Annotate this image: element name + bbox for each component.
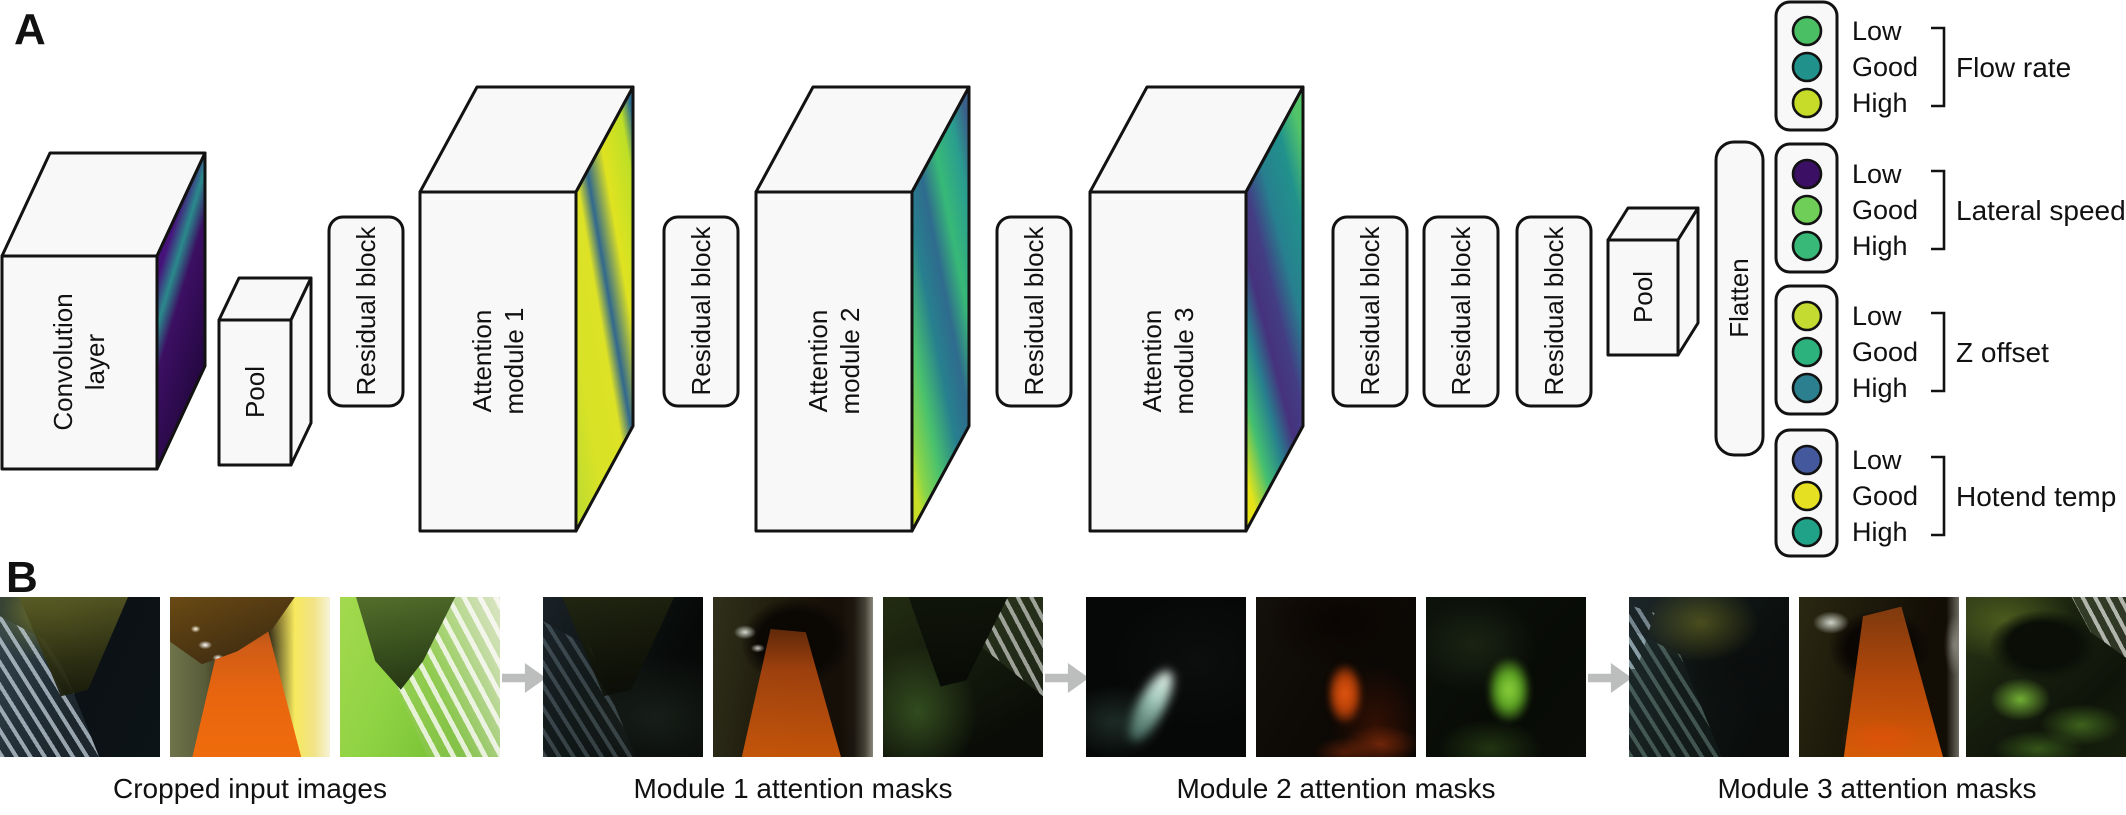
input-image-1 xyxy=(0,597,160,757)
attention-module-3-block: Attention module 3 xyxy=(1088,85,1305,533)
residual-block-6: Residual block xyxy=(1515,215,1593,408)
arrow-right-icon xyxy=(1045,663,1089,693)
residual-block-1: Residual block xyxy=(327,215,405,408)
pool-block-2: Pool xyxy=(1606,206,1700,357)
lateral-speed-good-node xyxy=(1791,194,1823,226)
module2-mask-1 xyxy=(1086,597,1246,757)
attention-module-3-label-line1: Attention xyxy=(1137,310,1167,413)
flow-rate-good-label: Good xyxy=(1852,52,1918,82)
residual-block-2-label: Residual block xyxy=(686,225,716,395)
caption-module3-attention-masks: Module 3 attention masks xyxy=(1717,773,2037,804)
flow-rate-high-label: High xyxy=(1852,88,1908,118)
hotend-temp-high-node xyxy=(1791,516,1823,548)
module3-mask-1 xyxy=(1629,597,1789,757)
architecture-diagram: Convolution layer Pool Residual block At… xyxy=(0,0,2126,558)
attention-module-1-block: Attention module 1 xyxy=(418,85,635,533)
module2-mask-2 xyxy=(1256,597,1416,757)
module1-mask-3 xyxy=(883,597,1043,757)
flow-rate-low-node xyxy=(1791,15,1823,47)
residual-block-5-label: Residual block xyxy=(1446,225,1476,395)
attention-module-2-block: Attention module 2 xyxy=(754,85,971,533)
module1-mask-2 xyxy=(713,597,873,757)
hotend-temp-low-node xyxy=(1791,444,1823,476)
flatten-block: Flatten xyxy=(1714,140,1765,457)
flow-rate-category-label: Flow rate xyxy=(1956,52,2071,83)
module1-mask-1 xyxy=(543,597,703,757)
convolution-layer-label-line2: layer xyxy=(80,333,110,390)
z-offset-bracket xyxy=(1931,311,1946,393)
lateral-speed-high-node xyxy=(1791,230,1823,262)
z-offset-good-label: Good xyxy=(1852,337,1918,367)
attention-module-2-label-line2: module 2 xyxy=(835,308,865,415)
attention-module-1-label-line1: Attention xyxy=(467,310,497,413)
hotend-temp-good-label: Good xyxy=(1852,481,1918,511)
flatten-label: Flatten xyxy=(1724,258,1754,338)
lateral-speed-bracket xyxy=(1931,169,1946,251)
lateral-speed-low-label: Low xyxy=(1852,159,1902,189)
hotend-temp-good-node xyxy=(1791,480,1823,512)
pool-2-label: Pool xyxy=(1628,271,1658,323)
residual-block-2: Residual block xyxy=(662,215,740,408)
module3-mask-3 xyxy=(1966,597,2126,757)
z-offset-low-label: Low xyxy=(1852,301,1902,331)
panel-a-label: A xyxy=(14,5,46,54)
lateral-speed-good-label: Good xyxy=(1852,195,1918,225)
hotend-temp-bracket xyxy=(1931,455,1946,537)
lateral-speed-category-label: Lateral speed xyxy=(1956,195,2126,226)
caption-module1-attention-masks: Module 1 attention masks xyxy=(633,773,953,804)
residual-block-6-label: Residual block xyxy=(1539,225,1569,395)
z-offset-high-label: High xyxy=(1852,373,1908,403)
module3-mask-2 xyxy=(1799,597,1959,757)
panel-b-label: B xyxy=(6,553,38,602)
pool-block-1: Pool xyxy=(217,276,313,467)
hotend-temp-low-label: Low xyxy=(1852,445,1902,475)
convolution-layer-label-line1: Convolution xyxy=(48,293,78,430)
flow-rate-high-node xyxy=(1791,87,1823,119)
attention-module-3-label-line2: module 3 xyxy=(1169,308,1199,415)
residual-block-3: Residual block xyxy=(995,215,1073,408)
flow-rate-good-node xyxy=(1791,51,1823,83)
output-stack-hotend-temp: Low Good High Hotend temp xyxy=(1774,428,2116,558)
caption-module2-attention-masks: Module 2 attention masks xyxy=(1176,773,1496,804)
input-image-2 xyxy=(170,597,330,757)
z-offset-high-node xyxy=(1791,372,1823,404)
hotend-temp-category-label: Hotend temp xyxy=(1956,481,2116,512)
attention-module-1-label-line2: module 1 xyxy=(499,308,529,415)
lateral-speed-low-node xyxy=(1791,158,1823,190)
flow-rate-bracket xyxy=(1931,26,1946,108)
output-stack-z-offset: Low Good High Z offset xyxy=(1774,284,2049,416)
arrow-right-icon xyxy=(1588,663,1632,693)
residual-block-3-label: Residual block xyxy=(1019,225,1049,395)
convolution-layer-block: Convolution layer xyxy=(0,151,207,471)
output-stack-lateral-speed: Low Good High Lateral speed xyxy=(1774,142,2126,274)
residual-block-1-label: Residual block xyxy=(351,225,381,395)
caption-cropped-input-images: Cropped input images xyxy=(113,773,387,804)
hotend-temp-high-label: High xyxy=(1852,517,1908,547)
lateral-speed-high-label: High xyxy=(1852,231,1908,261)
z-offset-good-node xyxy=(1791,336,1823,368)
residual-block-4: Residual block xyxy=(1331,215,1409,408)
z-offset-category-label: Z offset xyxy=(1956,337,2049,368)
arrow-right-icon xyxy=(502,663,546,693)
flow-rate-low-label: Low xyxy=(1852,16,1902,46)
pool-1-label: Pool xyxy=(240,366,270,418)
attention-module-2-label-line1: Attention xyxy=(803,310,833,413)
module2-mask-3 xyxy=(1426,597,1586,757)
output-stack-flow-rate: Low Good High Flow rate xyxy=(1774,0,2071,132)
input-image-3 xyxy=(340,597,500,757)
residual-block-4-label: Residual block xyxy=(1355,225,1385,395)
residual-block-5: Residual block xyxy=(1422,215,1500,408)
z-offset-low-node xyxy=(1791,300,1823,332)
